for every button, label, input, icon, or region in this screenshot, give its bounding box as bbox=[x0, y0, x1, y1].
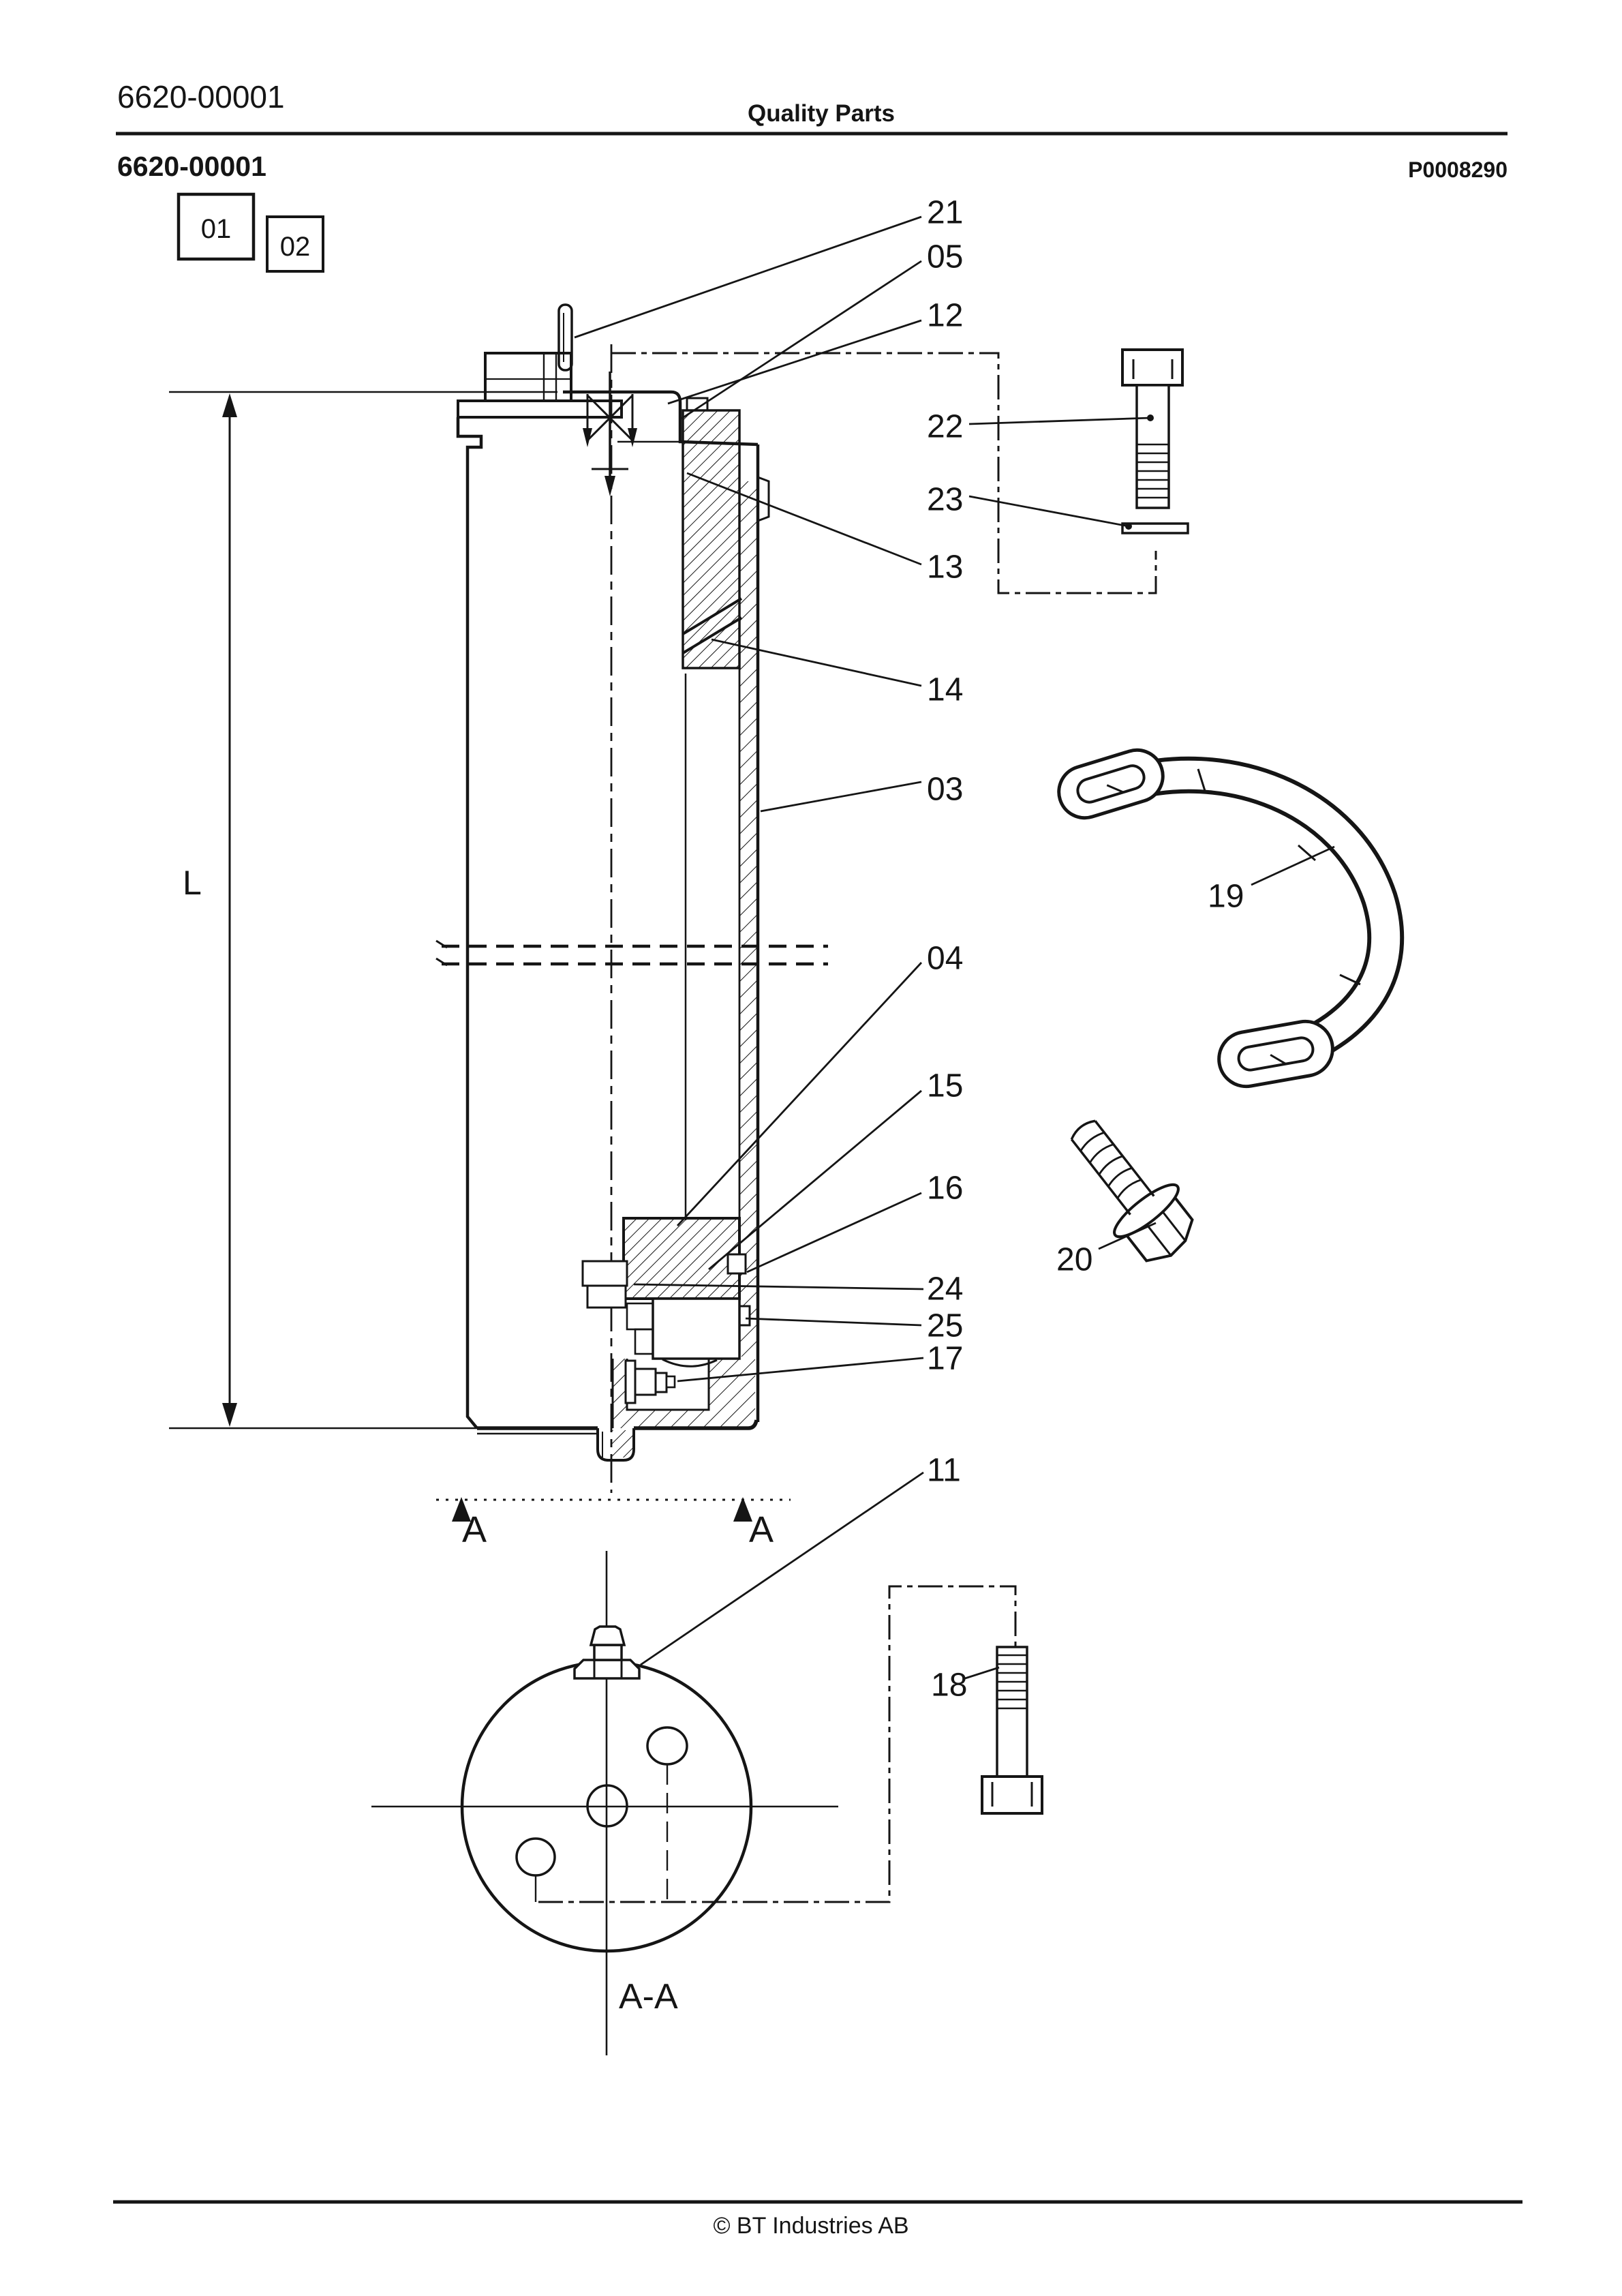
leader-line-03 bbox=[760, 781, 922, 813]
gland-bushing bbox=[682, 409, 743, 669]
section-line-A: A A bbox=[436, 1497, 791, 1550]
port-hole-upper bbox=[646, 1726, 688, 1766]
leader-line-25 bbox=[745, 1317, 922, 1327]
callout-label-22: 22 bbox=[927, 409, 963, 445]
cylinder-assembly bbox=[435, 303, 828, 1493]
dashdot-box-bottom bbox=[538, 1585, 1017, 1903]
leader-line-22 bbox=[968, 417, 1151, 425]
down-arrow-icon bbox=[605, 476, 615, 496]
callout-label-25: 25 bbox=[927, 1308, 963, 1344]
leader-line-17 bbox=[677, 1357, 924, 1383]
center-hole bbox=[586, 1784, 628, 1828]
bracket-19 bbox=[1057, 748, 1405, 1089]
bolt-22 bbox=[1121, 348, 1184, 509]
bottom-stub bbox=[596, 1428, 635, 1462]
section-label-left: A bbox=[462, 1509, 487, 1550]
callout-label-13: 13 bbox=[927, 549, 963, 586]
callout-label-17: 17 bbox=[927, 1341, 963, 1377]
tube-wall bbox=[738, 444, 770, 1422]
down-arrow-icon bbox=[583, 428, 592, 447]
variant-box-01-label: 01 bbox=[201, 214, 232, 244]
page-footer: © BT Industries AB bbox=[113, 2200, 1522, 2239]
down-arrow-icon bbox=[628, 428, 637, 447]
leader-line-21 bbox=[574, 215, 922, 339]
leader-line-23 bbox=[968, 495, 1129, 528]
callout-label-15: 15 bbox=[927, 1068, 963, 1104]
callout-label-12: 12 bbox=[927, 298, 963, 334]
page-header: 6620-00001 Quality Parts 6620-00001 P000… bbox=[116, 79, 1508, 273]
leader-line-12 bbox=[667, 319, 922, 405]
section-arrow-icon bbox=[733, 1497, 752, 1522]
bolt-20 bbox=[1070, 1119, 1194, 1263]
length-label: L bbox=[183, 864, 202, 902]
head-cap bbox=[563, 390, 759, 447]
callout-label-16: 16 bbox=[927, 1170, 963, 1207]
leader-dot-23 bbox=[1125, 523, 1132, 530]
port-symbol bbox=[583, 372, 637, 496]
rod-end-block bbox=[457, 352, 623, 419]
callout-label-11: 11 bbox=[927, 1453, 961, 1489]
leader-line-11 bbox=[640, 1471, 924, 1666]
dashdot-box-top bbox=[611, 352, 1157, 594]
callout-label-20: 20 bbox=[1056, 1242, 1092, 1278]
section-label-right: A bbox=[749, 1509, 774, 1550]
break-lines bbox=[435, 939, 828, 967]
callout-label-21: 21 bbox=[927, 195, 963, 231]
variant-box-01 bbox=[177, 192, 256, 261]
bolt-18 bbox=[981, 1646, 1043, 1815]
leader-dot-22 bbox=[1147, 414, 1154, 421]
leader-line-13 bbox=[686, 472, 922, 566]
callout-label-18: 18 bbox=[931, 1667, 967, 1704]
doc-number: 6620-00001 bbox=[117, 79, 285, 115]
copyright-text: © BT Industries AB bbox=[713, 2213, 908, 2239]
page-title: Quality Parts bbox=[748, 100, 895, 127]
section-view-AA: A-A bbox=[371, 1551, 838, 2055]
image-code: P0008290 bbox=[1408, 157, 1508, 182]
callout-label-23: 23 bbox=[927, 482, 963, 518]
leader-line-05 bbox=[681, 260, 922, 420]
washer-23 bbox=[1121, 522, 1189, 534]
leader-line-18 bbox=[964, 1666, 1000, 1680]
leader-line-24 bbox=[633, 1283, 924, 1290]
leader-line-19 bbox=[1251, 845, 1335, 886]
callout-label-19: 19 bbox=[1208, 879, 1244, 915]
port-hole-lower bbox=[515, 1837, 556, 1877]
drawing-number: 6620-00001 bbox=[117, 151, 266, 182]
callout-label-14: 14 bbox=[927, 672, 963, 708]
section-arrow-icon bbox=[452, 1497, 471, 1522]
leader-line-16 bbox=[746, 1192, 922, 1273]
leader-line-15 bbox=[708, 1089, 922, 1271]
cut-view-label: A-A bbox=[619, 1977, 678, 2016]
leader-line-04 bbox=[676, 962, 923, 1226]
variant-box-02 bbox=[266, 215, 324, 273]
callout-label-03: 03 bbox=[927, 772, 963, 808]
callout-label-04: 04 bbox=[927, 941, 963, 977]
length-dimension: L bbox=[169, 391, 557, 1430]
grease-nipple-11 bbox=[573, 1625, 641, 1680]
left-outer-wall bbox=[456, 417, 483, 1430]
bottom-cap bbox=[477, 1358, 759, 1435]
bolt-17 bbox=[624, 1359, 676, 1404]
leader-line-20 bbox=[1098, 1222, 1157, 1250]
callout-label-05: 05 bbox=[927, 239, 963, 275]
leader-line-14 bbox=[711, 638, 922, 687]
arrow-up-icon bbox=[222, 393, 237, 417]
callout-label-24: 24 bbox=[927, 1271, 963, 1308]
piston bbox=[581, 1217, 751, 1360]
arrow-down-icon bbox=[222, 1403, 237, 1427]
variant-box-02-label: 02 bbox=[280, 232, 311, 262]
